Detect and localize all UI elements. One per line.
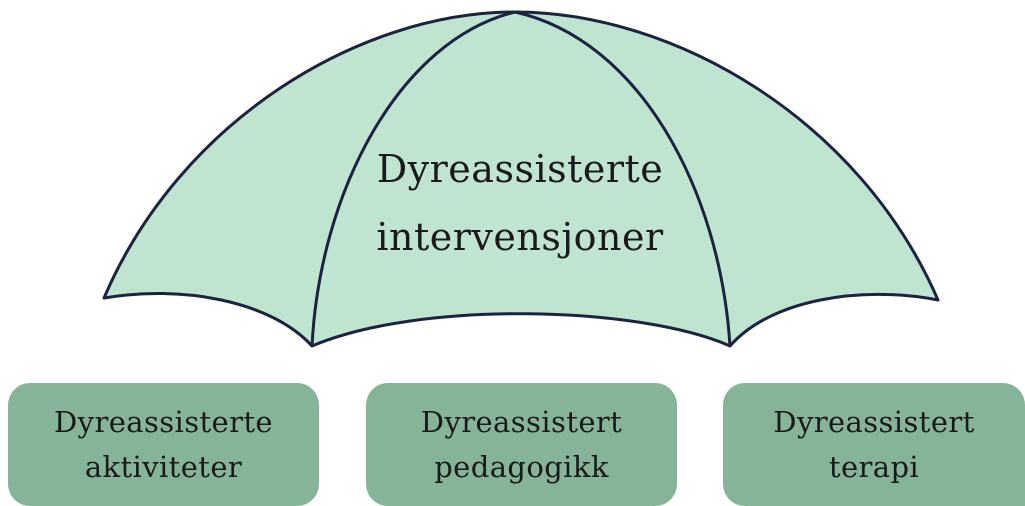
category-box-line1: Dyreassistert bbox=[773, 404, 975, 439]
category-box-line1: Dyreassisterte bbox=[54, 404, 273, 439]
category-box-therapy: Dyreassistert terapi bbox=[723, 383, 1025, 506]
umbrella-rib-right bbox=[514, 10, 732, 347]
umbrella-rib-left bbox=[310, 10, 516, 347]
category-box-line2: terapi bbox=[828, 449, 920, 484]
category-box-line2: pedagogikk bbox=[434, 449, 609, 484]
category-box-activities: Dyreassisterte aktiviteter bbox=[8, 383, 319, 506]
umbrella-title-line2: intervensjoner bbox=[376, 215, 664, 259]
umbrella-title-line1: Dyreassisterte bbox=[376, 147, 664, 191]
category-box-line1: Dyreassistert bbox=[420, 404, 623, 439]
category-box-line2: aktiviteter bbox=[84, 449, 243, 484]
category-box-pedagogy: Dyreassistert pedagogikk bbox=[366, 383, 677, 506]
